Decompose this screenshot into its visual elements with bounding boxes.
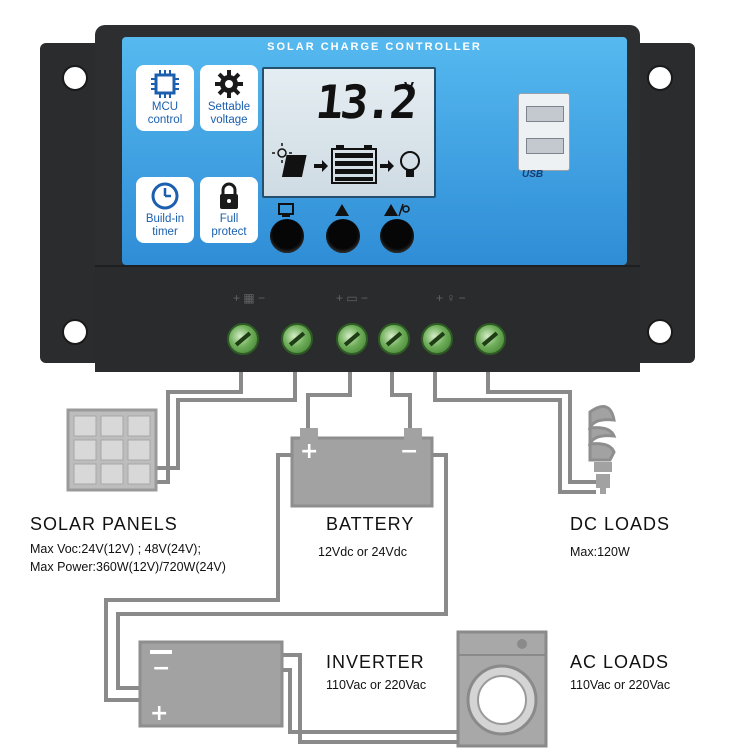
washing-machine-icon [456,630,548,748]
terminal-solar-negative[interactable] [281,323,313,355]
solar-wire-negative [155,370,297,470]
front-panel: SOLAR CHARGE CONTROLLER MCU control [122,37,627,265]
battery-icon: + − [290,428,434,508]
usb-port[interactable] [518,93,570,171]
solar-voc-spec: Max Voc:24V(12V) ; 48V(24V); [30,542,201,556]
svg-text:+: + [300,439,318,464]
mounting-hole-icon [62,319,88,345]
svg-text:−: − [400,439,418,464]
menu-icon [278,203,294,217]
arrow-icon [380,160,394,172]
voltage-unit: V [404,79,415,96]
energy-flow-icon [272,143,420,184]
terminal-battery-negative[interactable] [378,323,410,355]
inverter-icon: + − [138,640,284,728]
usb-slot [526,106,564,122]
down-load-button[interactable] [380,219,414,253]
solar-panel-icon [66,408,158,492]
solar-wire-positive [155,370,243,484]
feature-tile-protect: Full protect [200,177,258,243]
solar-panels-title: SOLAR PANELS [30,514,178,534]
battery-wire-negative [390,370,412,430]
voltage-readout: 13.2 [313,75,418,129]
gear-icon [215,70,243,98]
inverter-wire-negative [116,453,448,690]
terminal-block [95,265,640,372]
ac-wire-b [282,668,500,734]
panel-title: SOLAR CHARGE CONTROLLER [267,41,482,53]
inverter-title: INVERTER [326,652,425,672]
svg-text:+: + [150,701,168,726]
dc-load-wire-negative [486,370,596,484]
load-terminal-icon: + ♀ − [436,291,466,305]
usb-logo: USB [522,169,544,180]
menu-button[interactable] [270,219,304,253]
up-button[interactable] [326,219,360,253]
bulb-icon [400,151,420,177]
mounting-hole-icon [62,65,88,91]
feature-line2: control [147,114,183,126]
feature-line1: Build-in [145,213,185,225]
feature-line2: protect [211,226,247,238]
feature-tile-voltage: Settable voltage [200,65,258,131]
terminal-battery-positive[interactable] [336,323,368,355]
panel-icon [281,155,307,177]
feature-line1: Full [219,213,239,225]
ac-wire-a [282,653,500,744]
terminal-solar-positive[interactable] [227,323,259,355]
chip-icon [151,70,179,98]
up-arrow-icon [335,204,349,216]
feature-line2: timer [152,226,178,238]
battery-title: BATTERY [326,514,415,534]
mounting-hole-icon [647,65,673,91]
ac-loads-spec: 110Vac or 220Vac [570,678,671,692]
inverter-spec: 110Vac or 220Vac [326,678,427,692]
svg-text:−: − [152,656,170,681]
solar-power-spec: Max Power:360W(12V)/720W(24V) [30,560,226,574]
inverter-wire-positive [104,453,292,702]
feature-line1: Settable [207,101,251,113]
load-toggle-icon [384,203,410,217]
terminal-load-positive[interactable] [421,323,453,355]
lock-icon [220,182,238,209]
battery-wire-positive [306,370,352,430]
battery-level-icon [331,145,377,184]
solar-charge-controller: SOLAR CHARGE CONTROLLER MCU control [40,25,695,372]
clock-icon [151,182,179,210]
cfl-bulb-icon [587,405,617,494]
usb-slot [526,138,564,154]
arrow-icon [314,160,328,172]
terminal-load-negative[interactable] [474,323,506,355]
feature-line1: MCU [151,101,179,113]
battery-terminal-icon: + ▭ − [336,291,369,305]
dc-loads-spec: Max:120W [570,545,630,559]
dc-loads-title: DC LOADS [570,514,671,534]
solar-terminal-icon: + ▦ − [233,291,266,305]
feature-tile-mcu: MCU control [136,65,194,131]
battery-spec: 12Vdc or 24Vdc [318,545,407,559]
feature-tile-timer: Build-in timer [136,177,194,243]
ac-loads-title: AC LOADS [570,652,670,672]
sun-icon [272,143,292,163]
feature-line2: voltage [210,114,248,126]
dc-load-wire-positive [433,370,596,494]
lcd-display: 13.2 V [262,67,436,198]
mounting-hole-icon [647,319,673,345]
